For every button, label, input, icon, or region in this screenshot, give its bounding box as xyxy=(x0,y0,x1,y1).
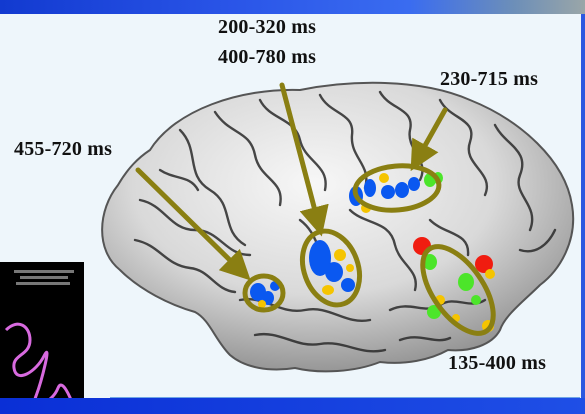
label-455-720: 455-720 ms xyxy=(14,138,112,161)
brain-cortex xyxy=(102,83,573,372)
label-400-780: 400-780 ms xyxy=(218,46,316,69)
label-200-320: 200-320 ms xyxy=(218,16,316,39)
inset-thumbnail xyxy=(0,262,84,414)
label-230-715: 230-715 ms xyxy=(440,68,538,91)
window-bottom-bar xyxy=(0,398,585,414)
label-135-400: 135-400 ms xyxy=(448,352,546,375)
